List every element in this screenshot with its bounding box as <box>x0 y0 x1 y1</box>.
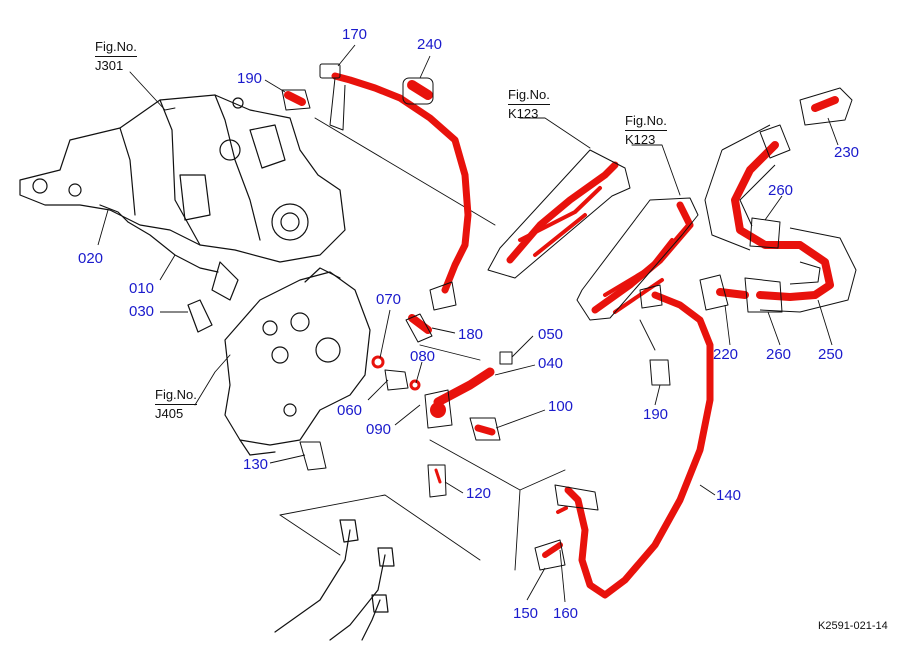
part-label-140[interactable]: 140 <box>716 487 742 504</box>
figure-ref-number: J405 <box>155 404 197 423</box>
figure-ref-prefix: Fig.No. <box>508 87 550 102</box>
part-label-190[interactable]: 190 <box>643 406 669 423</box>
part-label-100[interactable]: 100 <box>548 398 574 415</box>
drawing-code: K2591-021-14 <box>818 620 888 632</box>
part-label-230[interactable]: 230 <box>834 144 860 161</box>
pipe-170-highlight <box>331 72 472 294</box>
part-label-030[interactable]: 030 <box>129 303 155 320</box>
part-label-070[interactable]: 070 <box>376 291 402 308</box>
part-label-260[interactable]: 260 <box>768 182 794 199</box>
bolt-100-highlight <box>474 424 496 436</box>
part-label-250[interactable]: 250 <box>818 346 844 363</box>
gear-case-drawing <box>19 94 346 263</box>
part-label-190[interactable]: 190 <box>237 70 263 87</box>
figure-ref-prefix: Fig.No. <box>625 113 667 128</box>
part-label-170[interactable]: 170 <box>342 26 368 43</box>
figure-ref-number: K123 <box>625 130 667 149</box>
part-label-080[interactable]: 080 <box>410 348 436 365</box>
figure-ref-k123-b: Fig.No. K123 <box>625 112 667 149</box>
figure-ref-prefix: Fig.No. <box>155 387 197 402</box>
bolt-150-highlight <box>542 542 563 558</box>
pipe-010-drawing <box>127 221 219 273</box>
hose-250-highlight <box>731 141 834 301</box>
part-label-240[interactable]: 240 <box>417 36 443 53</box>
part-label-120[interactable]: 120 <box>466 485 492 502</box>
figure-ref-k123-a: Fig.No. K123 <box>508 86 550 123</box>
figure-ref-j405: Fig.No. J405 <box>155 386 197 423</box>
fitting-220-highlight <box>716 288 749 299</box>
part-label-220[interactable]: 220 <box>713 346 739 363</box>
part-label-050[interactable]: 050 <box>538 326 564 343</box>
figure-ref-number: J301 <box>95 56 137 75</box>
bolt-190-highlight <box>284 91 306 106</box>
washer-160-highlight <box>556 506 568 514</box>
part-label-040[interactable]: 040 <box>538 355 564 372</box>
part-label-060[interactable]: 060 <box>337 402 363 419</box>
part-label-180[interactable]: 180 <box>458 326 484 343</box>
part-label-090[interactable]: 090 <box>366 421 392 438</box>
part-label-260[interactable]: 260 <box>766 346 792 363</box>
injection-pump-drawing <box>224 267 371 456</box>
part-label-020[interactable]: 020 <box>78 250 104 267</box>
figure-ref-j301: Fig.No. J301 <box>95 38 137 75</box>
figure-ref-prefix: Fig.No. <box>95 39 137 54</box>
pipe-140-highlight <box>564 291 714 599</box>
fitting-230-highlight <box>811 96 839 112</box>
part-label-160[interactable]: 160 <box>553 605 579 622</box>
nut-240-highlight <box>407 80 433 100</box>
pipe-040-highlight <box>433 367 495 407</box>
part-label-150[interactable]: 150 <box>513 605 539 622</box>
washer-070-highlight <box>371 355 385 369</box>
part-label-010[interactable]: 010 <box>129 280 155 297</box>
washer-080-highlight <box>409 379 421 391</box>
part-label-130[interactable]: 130 <box>243 456 269 473</box>
banjo-180-highlight <box>408 314 432 334</box>
fitting-120-highlight <box>434 468 442 484</box>
figure-ref-number: K123 <box>508 104 550 123</box>
